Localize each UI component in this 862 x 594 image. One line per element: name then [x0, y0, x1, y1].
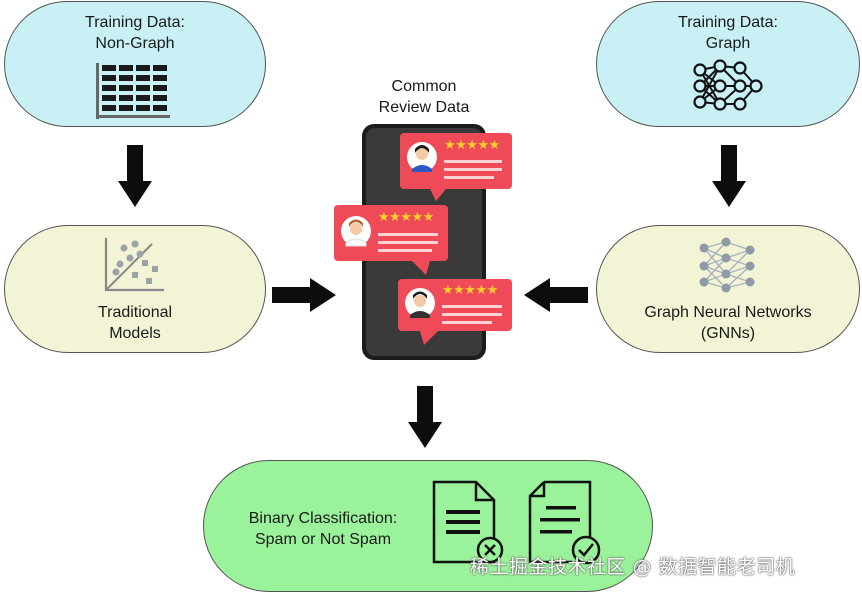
- binary-classification-label-2: Spam or Not Spam: [254, 531, 392, 548]
- gnn-network-icon: [699, 237, 755, 293]
- arrow-down-right: [712, 145, 746, 207]
- traditional-models-label-1: Traditional: [97, 304, 173, 321]
- training-data-non-graph-label-2: Non-Graph: [95, 35, 175, 52]
- spam-document-icon: [432, 480, 504, 564]
- watermark: 稀土掘金技术社区 @ 数据智能老司机: [470, 556, 796, 578]
- review-bubble-1: [400, 133, 512, 201]
- traditional-models-label-2: Models: [109, 325, 161, 342]
- training-data-non-graph-node: [4, 1, 266, 127]
- gnn-label-1: Graph Neural Networks: [644, 304, 812, 321]
- binary-classification-label-1: Binary Classification:: [248, 510, 398, 527]
- training-data-graph-node: [596, 1, 860, 127]
- table-icon: [96, 63, 170, 119]
- arrow-down-center: [408, 386, 442, 448]
- review-bubble-2: [334, 205, 448, 275]
- common-review-label-1: Common: [391, 78, 457, 95]
- review-bubble-3: [398, 279, 512, 345]
- training-data-non-graph-label-1: Training Data:: [85, 14, 185, 31]
- arrow-down-left: [118, 145, 152, 207]
- training-data-graph-label-1: Training Data:: [678, 14, 778, 31]
- gnn-label-2: (GNNs): [700, 325, 756, 342]
- arrow-left: [524, 278, 588, 312]
- not-spam-document-icon: [528, 480, 601, 565]
- arrow-right: [272, 278, 336, 312]
- review-stars-2: ★★★★★: [378, 210, 434, 225]
- neural-network-icon: [693, 59, 763, 111]
- review-stars-3: ★★★★★: [442, 283, 498, 298]
- scatter-plot-icon: [104, 238, 164, 292]
- review-stars-1: ★★★★★: [444, 138, 500, 153]
- training-data-graph-label-2: Graph: [705, 35, 751, 52]
- common-review-label-2: Review Data: [378, 99, 470, 116]
